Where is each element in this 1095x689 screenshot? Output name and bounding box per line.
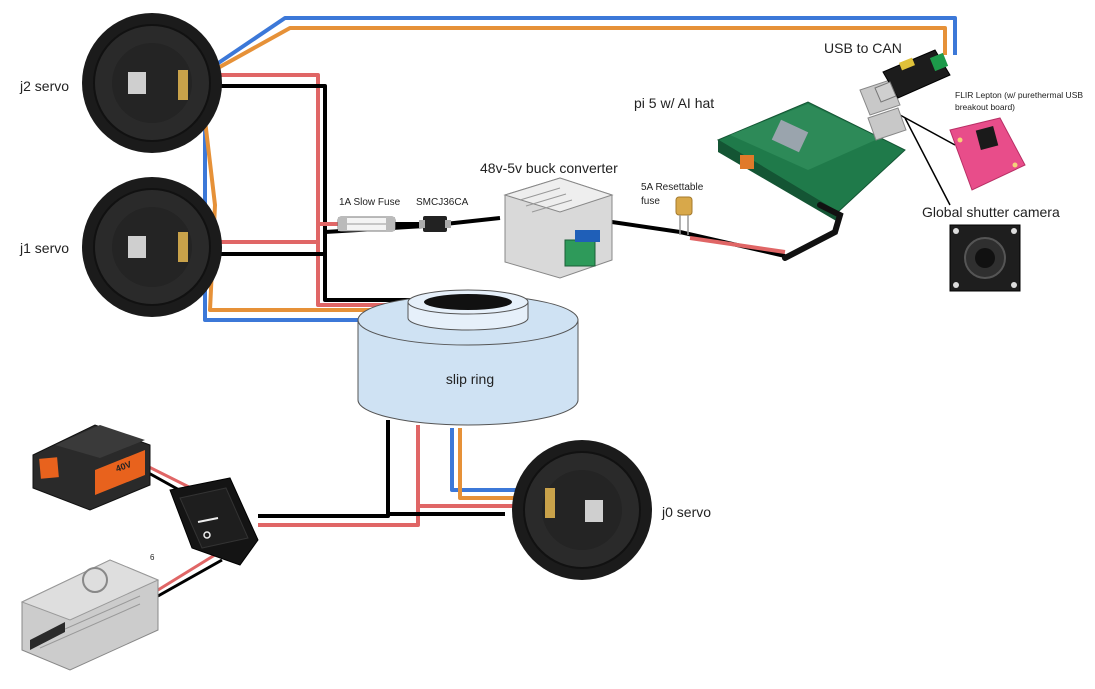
battery-red-wire [144,463,196,492]
flir-lepton [949,117,1026,191]
slip-ring [357,289,579,426]
power-supply [20,559,160,671]
j1-servo-label: j1 servo [19,240,69,256]
rocker-switch [169,477,259,566]
j1-servo [82,177,222,317]
global-shutter-label: Global shutter camera [922,204,1060,220]
buck-converter [503,177,614,279]
tvs-diode [419,216,451,232]
slip-ring-label: slip ring [446,371,494,387]
usb-to-can [874,49,951,103]
psu-red-wire [157,551,219,592]
flir-label-2: breakout board) [955,102,1015,112]
psu-black-wire [157,558,223,598]
flir-cable [899,114,956,146]
tvs-diode-label: SMCJ36CA [416,197,469,208]
pi-label: pi 5 w/ AI hat [634,95,714,111]
psu-mark: 6 [150,553,155,562]
slow-fuse [337,216,396,232]
gs-cable [904,117,951,206]
usb-to-can-label: USB to CAN [824,40,902,56]
resettable-fuse-label-1: 5A Resettable [641,182,704,193]
resettable-fuse-label-2: fuse [641,196,660,207]
resettable-fuse [675,196,693,235]
sliprring-power-down [258,425,420,527]
flir-label-1: FLIR Lepton (w/ purethermal USB [955,90,1083,100]
can-high-wire [203,16,957,322]
battery: 40V [32,424,151,511]
buck-out-red-wire [689,236,786,254]
buck-converter-label: 48v-5v buck converter [480,160,618,176]
diode-to-buck-wire [444,216,501,226]
global-shutter-camera [949,224,1021,292]
raspberry-pi [716,79,907,261]
servo-ground-wire [198,84,410,302]
servo-power-wire [198,73,410,307]
j0-servo-label: j0 servo [661,504,711,520]
sliprring-ground-down [258,420,390,518]
j2-servo-label: j2 servo [19,78,69,94]
j0-servo [512,440,652,580]
j2-servo [82,13,222,153]
slow-fuse-label: 1A Slow Fuse [339,197,401,208]
